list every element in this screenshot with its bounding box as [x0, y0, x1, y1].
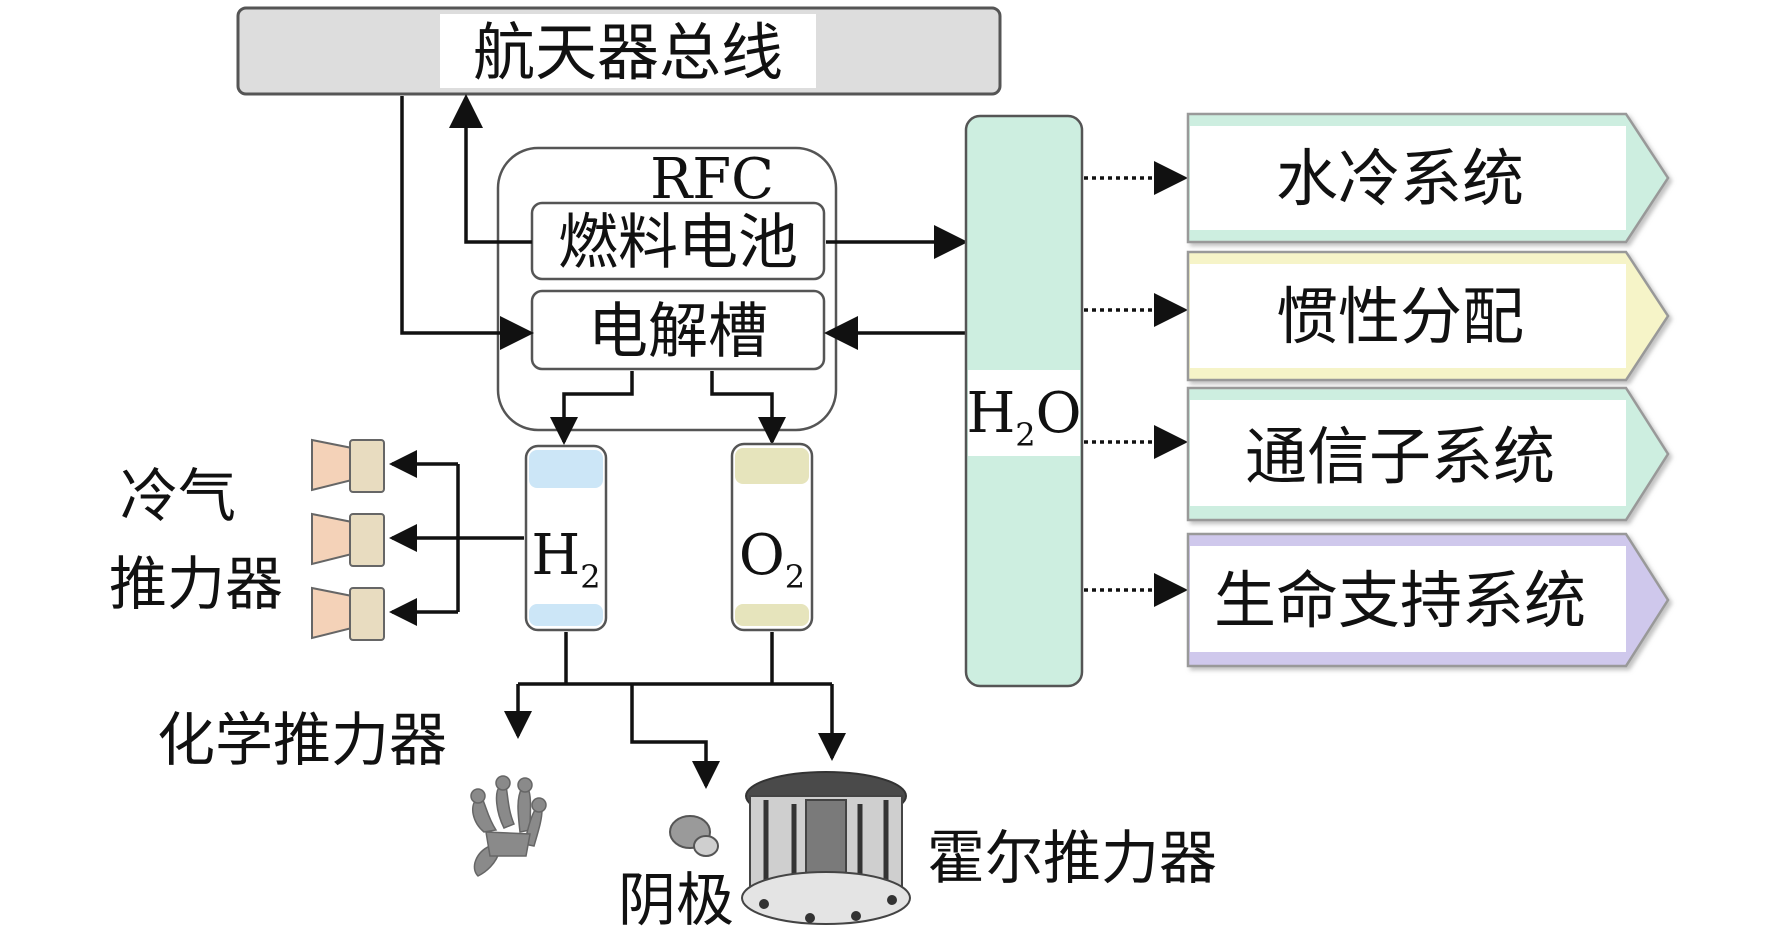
o2-tank: O2	[730, 442, 814, 632]
cold-gas-thrusters: 冷气 推力器	[109, 438, 524, 641]
to-cathode-arrow	[630, 684, 720, 789]
hall-thruster-label: 霍尔推力器	[927, 824, 1217, 892]
bus-to-electrolyzer-arrow	[400, 96, 534, 350]
water-suffix: O	[1036, 381, 1082, 446]
water-element: H	[966, 381, 1015, 446]
o2-tank-top-band	[735, 448, 809, 484]
h2-tank-top-band	[529, 450, 603, 488]
water-connections	[824, 225, 968, 350]
bus-connections	[400, 94, 534, 350]
bus-label-background	[440, 14, 816, 88]
chemical-thruster-finger-2	[495, 785, 515, 829]
cathode-image	[669, 815, 719, 857]
subsystem-water-cooling-label-background	[1190, 126, 1626, 230]
hall-thruster: 霍尔推力器	[741, 771, 1217, 925]
electrolyzer-to-o2-arrow	[710, 371, 786, 445]
o2-element: O	[739, 523, 785, 588]
cold-gas-nozzle-middle	[311, 512, 385, 567]
cold-gas-nozzle-bottom	[311, 586, 385, 641]
o2-tank-body	[730, 442, 814, 632]
subsystem-communication: 通信子系统	[1084, 386, 1670, 522]
o2-tank-label: O2	[739, 523, 805, 596]
cathode-tip	[693, 835, 719, 857]
cold-gas-nozzle-middle-body	[349, 513, 385, 567]
o2-subscript: 2	[785, 558, 805, 596]
electrolyzer-to-h2-arrow	[550, 371, 634, 445]
water-subscript: 2	[1015, 416, 1035, 454]
rfc-block: RFC 燃料电池 电解槽	[496, 146, 838, 432]
h2-element: H	[531, 523, 580, 588]
chemical-thruster-nozzle-3	[517, 777, 533, 793]
propellant-manifold	[504, 632, 846, 789]
subsystem-life-support-label-background	[1190, 546, 1626, 652]
cold-gas-nozzle-top-body	[349, 439, 385, 493]
cold-gas-nozzle-middle-cone	[311, 512, 353, 566]
cold-gas-label-line1: 冷气	[120, 462, 236, 530]
hall-thruster-bolt-1	[759, 899, 769, 909]
hall-thruster-bolt-3	[851, 911, 861, 921]
h2-tank: H2	[524, 444, 608, 632]
subsystems: 水冷系统 惯性分配 通信子系统 生命支持系统	[1084, 112, 1670, 668]
water-label-background	[968, 370, 1080, 456]
water-label: H2O	[966, 381, 1081, 454]
fuel-cell-to-bus-arrow	[449, 94, 532, 244]
h2-tank-body	[524, 444, 608, 632]
subsystem-life-support-label: 生命支持系统	[1214, 564, 1586, 637]
h2-tank-bottom-band	[529, 604, 603, 626]
chemical-thruster-base	[485, 831, 531, 857]
subsystem-communication-label: 通信子系统	[1245, 420, 1555, 493]
cold-gas-nozzle-top-cone	[311, 438, 353, 492]
fuel-cell-label: 燃料电池	[558, 208, 798, 278]
subsystem-communication-label-background	[1190, 400, 1626, 506]
cold-gas-nozzle-bottom-cone	[311, 586, 353, 640]
spacecraft-bus: 航天器总线	[236, 6, 1002, 96]
rfc-title: RFC	[650, 147, 774, 212]
subsystem-water-cooling: 水冷系统	[1084, 112, 1670, 244]
electrolyzer-label: 电解槽	[588, 297, 768, 367]
subsystem-inertial-distribution-label: 惯性分配	[1276, 280, 1524, 353]
subsystem-life-support: 生命支持系统	[1084, 532, 1670, 668]
chemical-thruster-nozzle-4	[531, 797, 547, 813]
cold-gas-nozzle-bottom-body	[349, 587, 385, 641]
o2-tank-bottom-band	[735, 604, 809, 626]
cold-gas-nozzle-top	[311, 438, 385, 493]
chemical-thruster-nozzle-1	[470, 788, 486, 804]
electrolyzer-outputs	[550, 371, 786, 445]
subsystem-inertial-distribution: 惯性分配	[1084, 250, 1670, 382]
hall-thruster-bolt-2	[805, 913, 815, 923]
cathode-label: 阴极	[618, 866, 734, 934]
chemical-thruster: 化学推力器	[157, 706, 547, 877]
subsystem-inertial-distribution-label-background	[1190, 264, 1626, 368]
bus-label: 航天器总线	[473, 16, 783, 89]
subsystem-water-cooling-label: 水冷系统	[1276, 142, 1524, 215]
cold-gas-label-line2: 推力器	[109, 550, 283, 618]
hall-thruster-image	[741, 771, 911, 925]
chemical-thruster-finger-1	[471, 797, 498, 833]
chemical-thruster-label: 化学推力器	[157, 706, 447, 774]
cathode: 阴极	[618, 815, 734, 934]
h2-subscript: 2	[580, 558, 600, 596]
chemical-thruster-image	[470, 775, 547, 877]
hall-thruster-base	[741, 871, 911, 925]
h2-tank-label: H2	[531, 523, 600, 596]
hall-thruster-bolt-4	[887, 895, 897, 905]
chemical-thruster-nozzle-2	[495, 775, 511, 791]
water-storage: H2O	[964, 114, 1084, 688]
